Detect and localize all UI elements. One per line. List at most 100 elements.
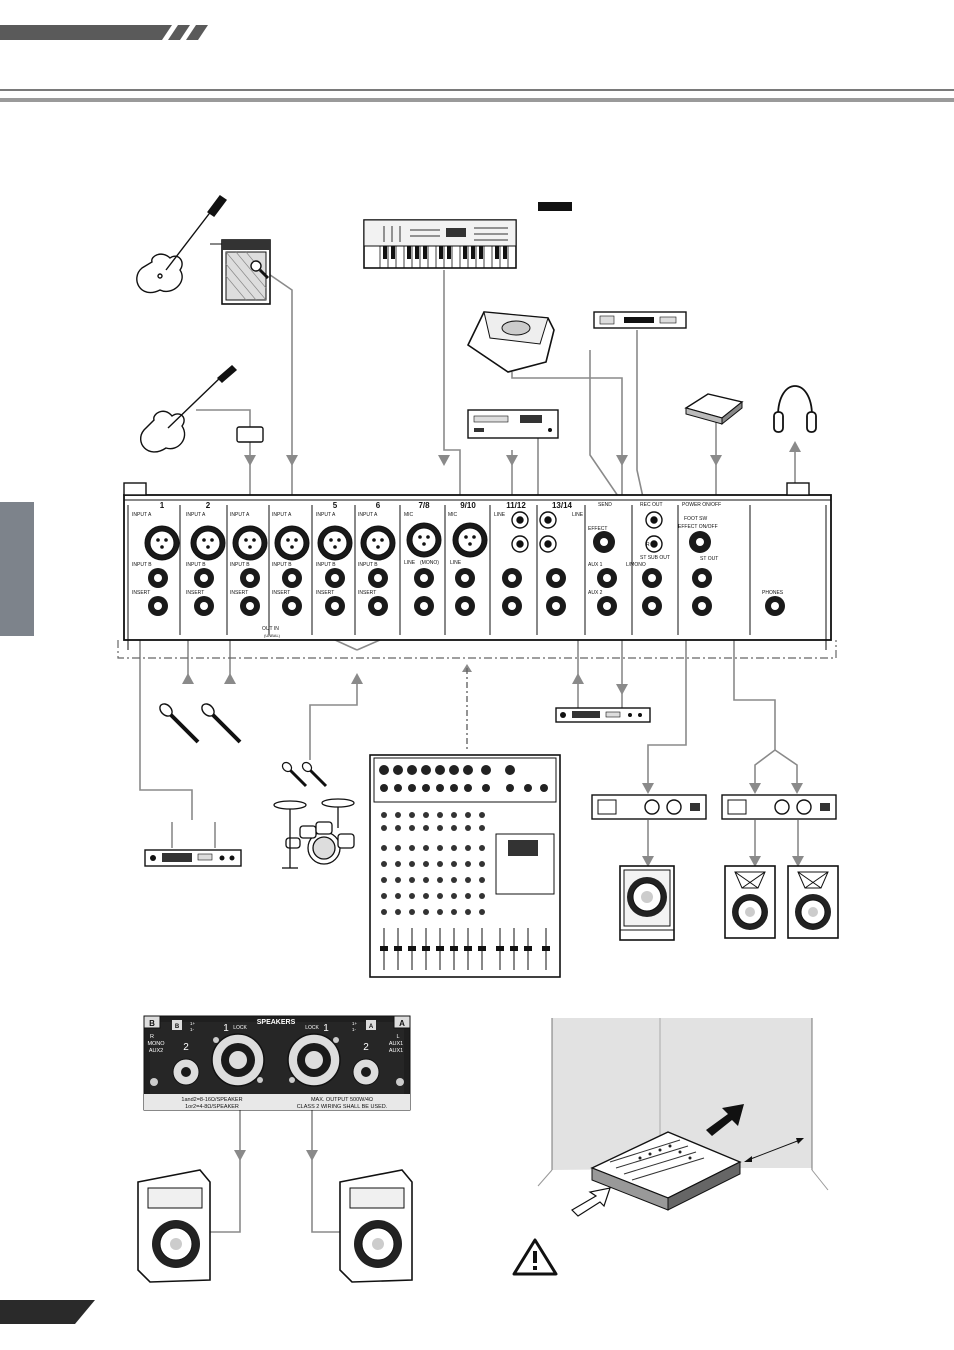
svg-text:(MONO): (MONO) [420, 560, 439, 566]
speaker-output-panel [143, 1015, 411, 1111]
svg-text:INSERT: INSERT [230, 590, 248, 596]
microphone-icon [201, 703, 242, 744]
svg-text:INPUT B: INPUT B [132, 562, 152, 568]
arrow-icon [571, 1187, 611, 1217]
svg-text:(UNBAL): (UNBAL) [264, 633, 281, 638]
svg-text:B: B [175, 1024, 180, 1030]
synthesizer-icon [363, 219, 517, 269]
svg-text:POWER ON/OFF: POWER ON/OFF [682, 502, 721, 508]
speaker-panel-labels: SPEAKERS B A B A R MONO AUX2 L AUX1 AUX1… [147, 1019, 405, 1110]
effects-rack-icon [144, 849, 242, 867]
power-amplifier-icon [591, 794, 707, 820]
svg-text:INPUT A: INPUT A [132, 512, 152, 518]
xlr-pins [156, 535, 476, 549]
footer-band [0, 1300, 95, 1324]
svg-text:LINE: LINE [404, 560, 416, 566]
svg-text:ST OUT: ST OUT [700, 556, 718, 562]
svg-text:EFFECT: EFFECT [588, 526, 607, 532]
svg-text:INPUT A: INPUT A [272, 512, 292, 518]
svg-text:AUX 2: AUX 2 [588, 590, 603, 596]
svg-text:1-: 1- [352, 1027, 357, 1032]
header-rule-top [0, 89, 954, 91]
svg-text:INPUT A: INPUT A [358, 512, 378, 518]
svg-text:MIC: MIC [448, 512, 458, 518]
svg-text:A: A [399, 1019, 405, 1028]
guitar-amp-icon [210, 239, 271, 305]
svg-text:INPUT B: INPUT B [230, 562, 250, 568]
channel-label: 13/14 [552, 501, 573, 510]
xlr-inputs [144, 522, 488, 561]
foot-switch-icon [684, 393, 744, 426]
header-slash-1 [168, 25, 190, 40]
recorder-icon [593, 311, 687, 329]
placement-illustration [537, 1018, 829, 1217]
channel-label: 6 [376, 501, 381, 510]
svg-text:1: 1 [223, 1023, 229, 1034]
svg-text:SPEAKERS: SPEAKERS [257, 1019, 296, 1026]
svg-text:B: B [149, 1019, 155, 1028]
svg-text:2: 2 [183, 1042, 189, 1053]
speaker-cabinet-icon [724, 865, 776, 939]
channel-label: 2 [206, 501, 211, 510]
svg-text:1+: 1+ [352, 1021, 358, 1026]
svg-text:2: 2 [363, 1042, 369, 1053]
effects-rack-icon [555, 707, 651, 723]
channel-label: 11/12 [506, 501, 526, 510]
electric-guitar-icon [139, 365, 238, 453]
svg-text:R: R [646, 542, 650, 548]
channel-label: 1 [160, 501, 165, 510]
header-band [0, 25, 172, 40]
svg-text:LOCK: LOCK [233, 1025, 247, 1031]
svg-text:INPUT B: INPUT B [316, 562, 336, 568]
note-tag [538, 202, 572, 211]
panel-labels: 1 2 5 6 7/8 9/10 11/12 13/14 INPUT A INP… [132, 501, 784, 638]
channel-label: 9/10 [460, 501, 476, 510]
channel-label: 7/8 [418, 501, 430, 510]
svg-text:ST SUB OUT: ST SUB OUT [640, 555, 670, 561]
power-amplifier-icon [721, 794, 837, 820]
svg-text:1: 1 [323, 1023, 329, 1034]
svg-text:EFFECT ON/OFF: EFFECT ON/OFF [678, 524, 718, 530]
svg-text:LINE: LINE [450, 560, 462, 566]
svg-text:FOOT SW: FOOT SW [684, 516, 708, 522]
svg-text:REC OUT: REC OUT [640, 502, 663, 508]
svg-text:AUX1: AUX1 [389, 1048, 403, 1054]
svg-text:AUX1: AUX1 [389, 1041, 403, 1047]
svg-text:INPUT B: INPUT B [186, 562, 206, 568]
microphone-icon [159, 703, 200, 744]
phone-jack-holes [154, 538, 779, 610]
svg-text:INSERT: INSERT [358, 590, 376, 596]
microphone-icon [250, 260, 270, 280]
page-header [0, 25, 954, 102]
cable-arrows [182, 441, 804, 1161]
stage-monitor-icon [466, 311, 555, 373]
svg-text:LINE: LINE [572, 512, 584, 518]
svg-text:AUX2: AUX2 [149, 1048, 163, 1054]
svg-text:1or2=4-8Ω/SPEAKER: 1or2=4-8Ω/SPEAKER [185, 1104, 239, 1110]
svg-text:INSERT: INSERT [132, 590, 150, 596]
arrow-icon [706, 1104, 744, 1136]
svg-text:MIC: MIC [404, 512, 414, 518]
svg-text:MAX. OUTPUT 500W/4Ω: MAX. OUTPUT 500W/4Ω [311, 1097, 373, 1103]
svg-text:OUT IN: OUT IN [262, 626, 279, 632]
svg-text:1-: 1- [190, 1027, 195, 1032]
header-rule-bottom [0, 98, 954, 102]
svg-text:LOCK: LOCK [305, 1025, 319, 1031]
svg-text:1+: 1+ [190, 1021, 196, 1026]
electric-guitar-icon [136, 195, 228, 294]
svg-text:INSERT: INSERT [272, 590, 290, 596]
svg-text:MONO: MONO [147, 1041, 165, 1047]
microphone-icon [281, 761, 328, 788]
mixer-rear-panel [117, 482, 837, 659]
cable-amp-mic [259, 267, 293, 530]
svg-text:L/MONO: L/MONO [626, 562, 646, 568]
svg-text:LINE: LINE [494, 512, 506, 518]
mixer-top-view [369, 754, 561, 978]
headphones-icon [773, 385, 817, 433]
rca-jacks [511, 511, 663, 553]
speaker-cabinet-icon [339, 1169, 413, 1283]
svg-text:R: R [150, 1034, 154, 1040]
svg-text:INPUT A: INPUT A [186, 512, 206, 518]
speaker-cabinet-icon [787, 865, 839, 939]
